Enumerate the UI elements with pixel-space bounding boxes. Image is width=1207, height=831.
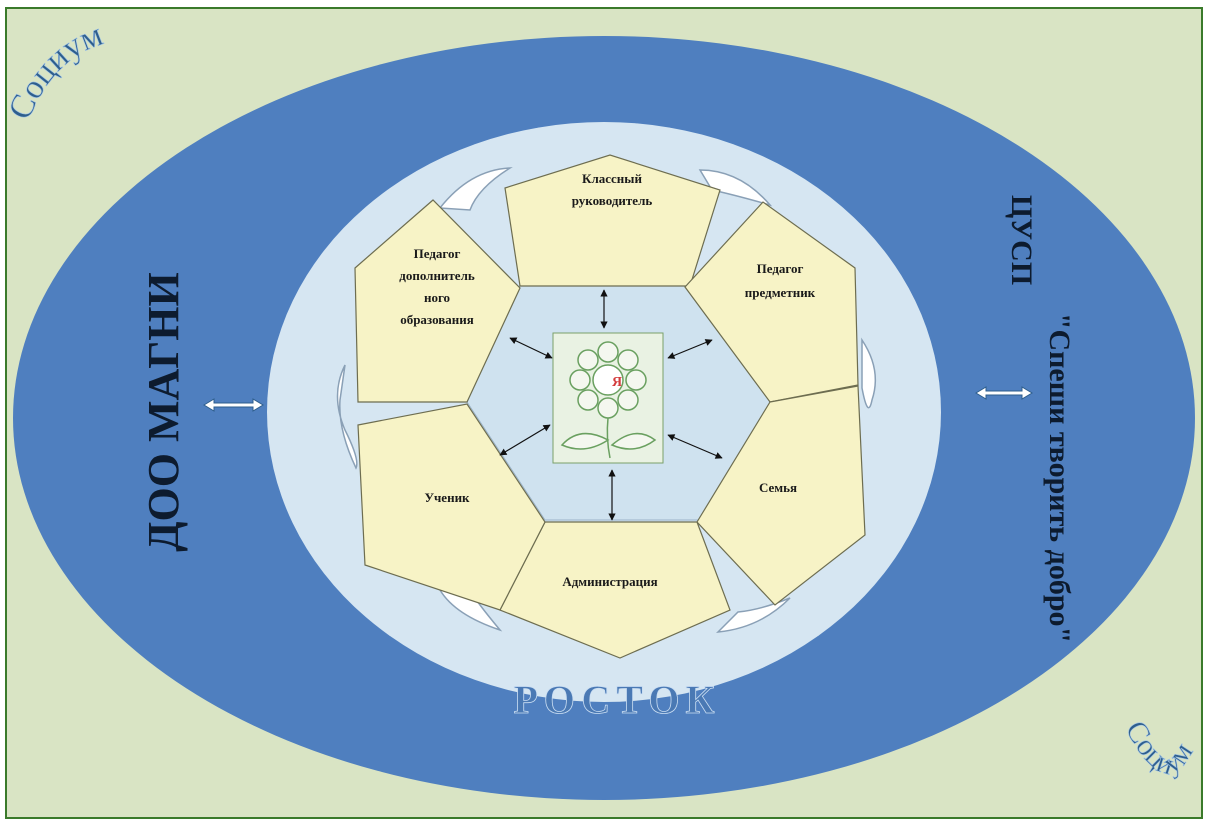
center-label: Я: [612, 375, 622, 390]
node-klass-shape: [504, 154, 721, 287]
node-pedagog-dop-shape: [354, 199, 521, 403]
node-pedagog-dop-line2: дополнитель: [399, 268, 475, 283]
node-semya-line1: Семья: [759, 480, 797, 495]
outer-arrows: [203, 386, 1033, 412]
node-uchenik-shape: [357, 403, 546, 611]
flower-icon: [560, 341, 657, 459]
node-labels: Классный руководитель Педагог предметник…: [399, 171, 815, 589]
node-pedagog-dop-line4: образования: [400, 312, 474, 327]
node-uchenik-line1: Ученик: [424, 490, 470, 505]
node-pedagog-predmet-line1: Педагог: [757, 261, 804, 276]
node-pedagog-dop-line3: ного: [424, 290, 450, 305]
center-ring-label: РОСТОК: [514, 677, 721, 722]
right-org-label-1: ЦУСП: [1005, 195, 1038, 285]
right-double-arrow: [975, 386, 1033, 400]
node-klass-line1: Классный: [582, 171, 642, 186]
connector-arrows: [499, 289, 723, 521]
connector-lobes: [336, 167, 877, 633]
node-klass-line2: руководитель: [572, 193, 653, 208]
center-flower: Я: [552, 332, 664, 464]
node-admin-line1: Администрация: [562, 574, 657, 589]
node-pedagog-predmet-line2: предметник: [745, 285, 816, 300]
pentagon-group: [354, 154, 866, 659]
right-org-label-2: "Спеши творить добро": [1043, 313, 1076, 643]
node-pedagog-predmet-shape: [684, 201, 859, 403]
left-org-label: ДОО МАГНИ: [139, 272, 188, 551]
node-semya-shape: [696, 385, 866, 606]
node-pedagog-dop-line1: Педагог: [414, 246, 461, 261]
left-double-arrow: [203, 398, 264, 412]
